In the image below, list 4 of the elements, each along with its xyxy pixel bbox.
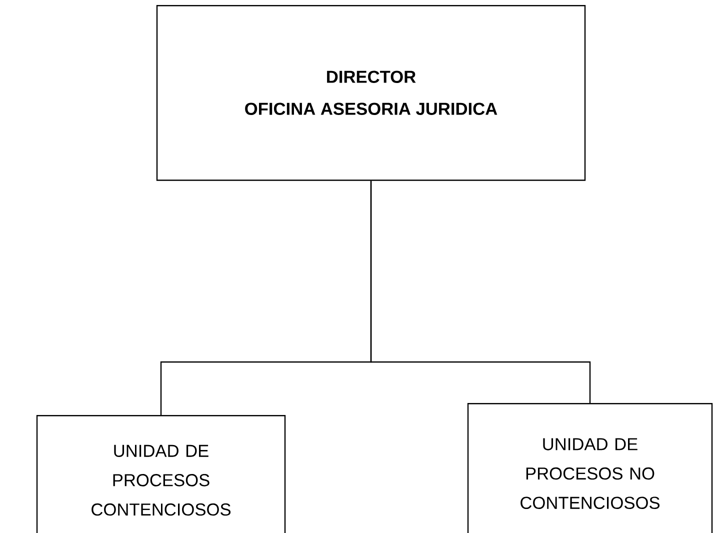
org-box: DIRECTOR OFICINA ASESORIA JURIDICA [156,5,586,181]
org-box: UNIDAD DE PROCESOS NO CONTENCIOSOS [467,403,713,533]
org-box: UNIDAD DE PROCESOS CONTENCIOSOS [36,415,286,533]
connector-line [370,180,591,403]
